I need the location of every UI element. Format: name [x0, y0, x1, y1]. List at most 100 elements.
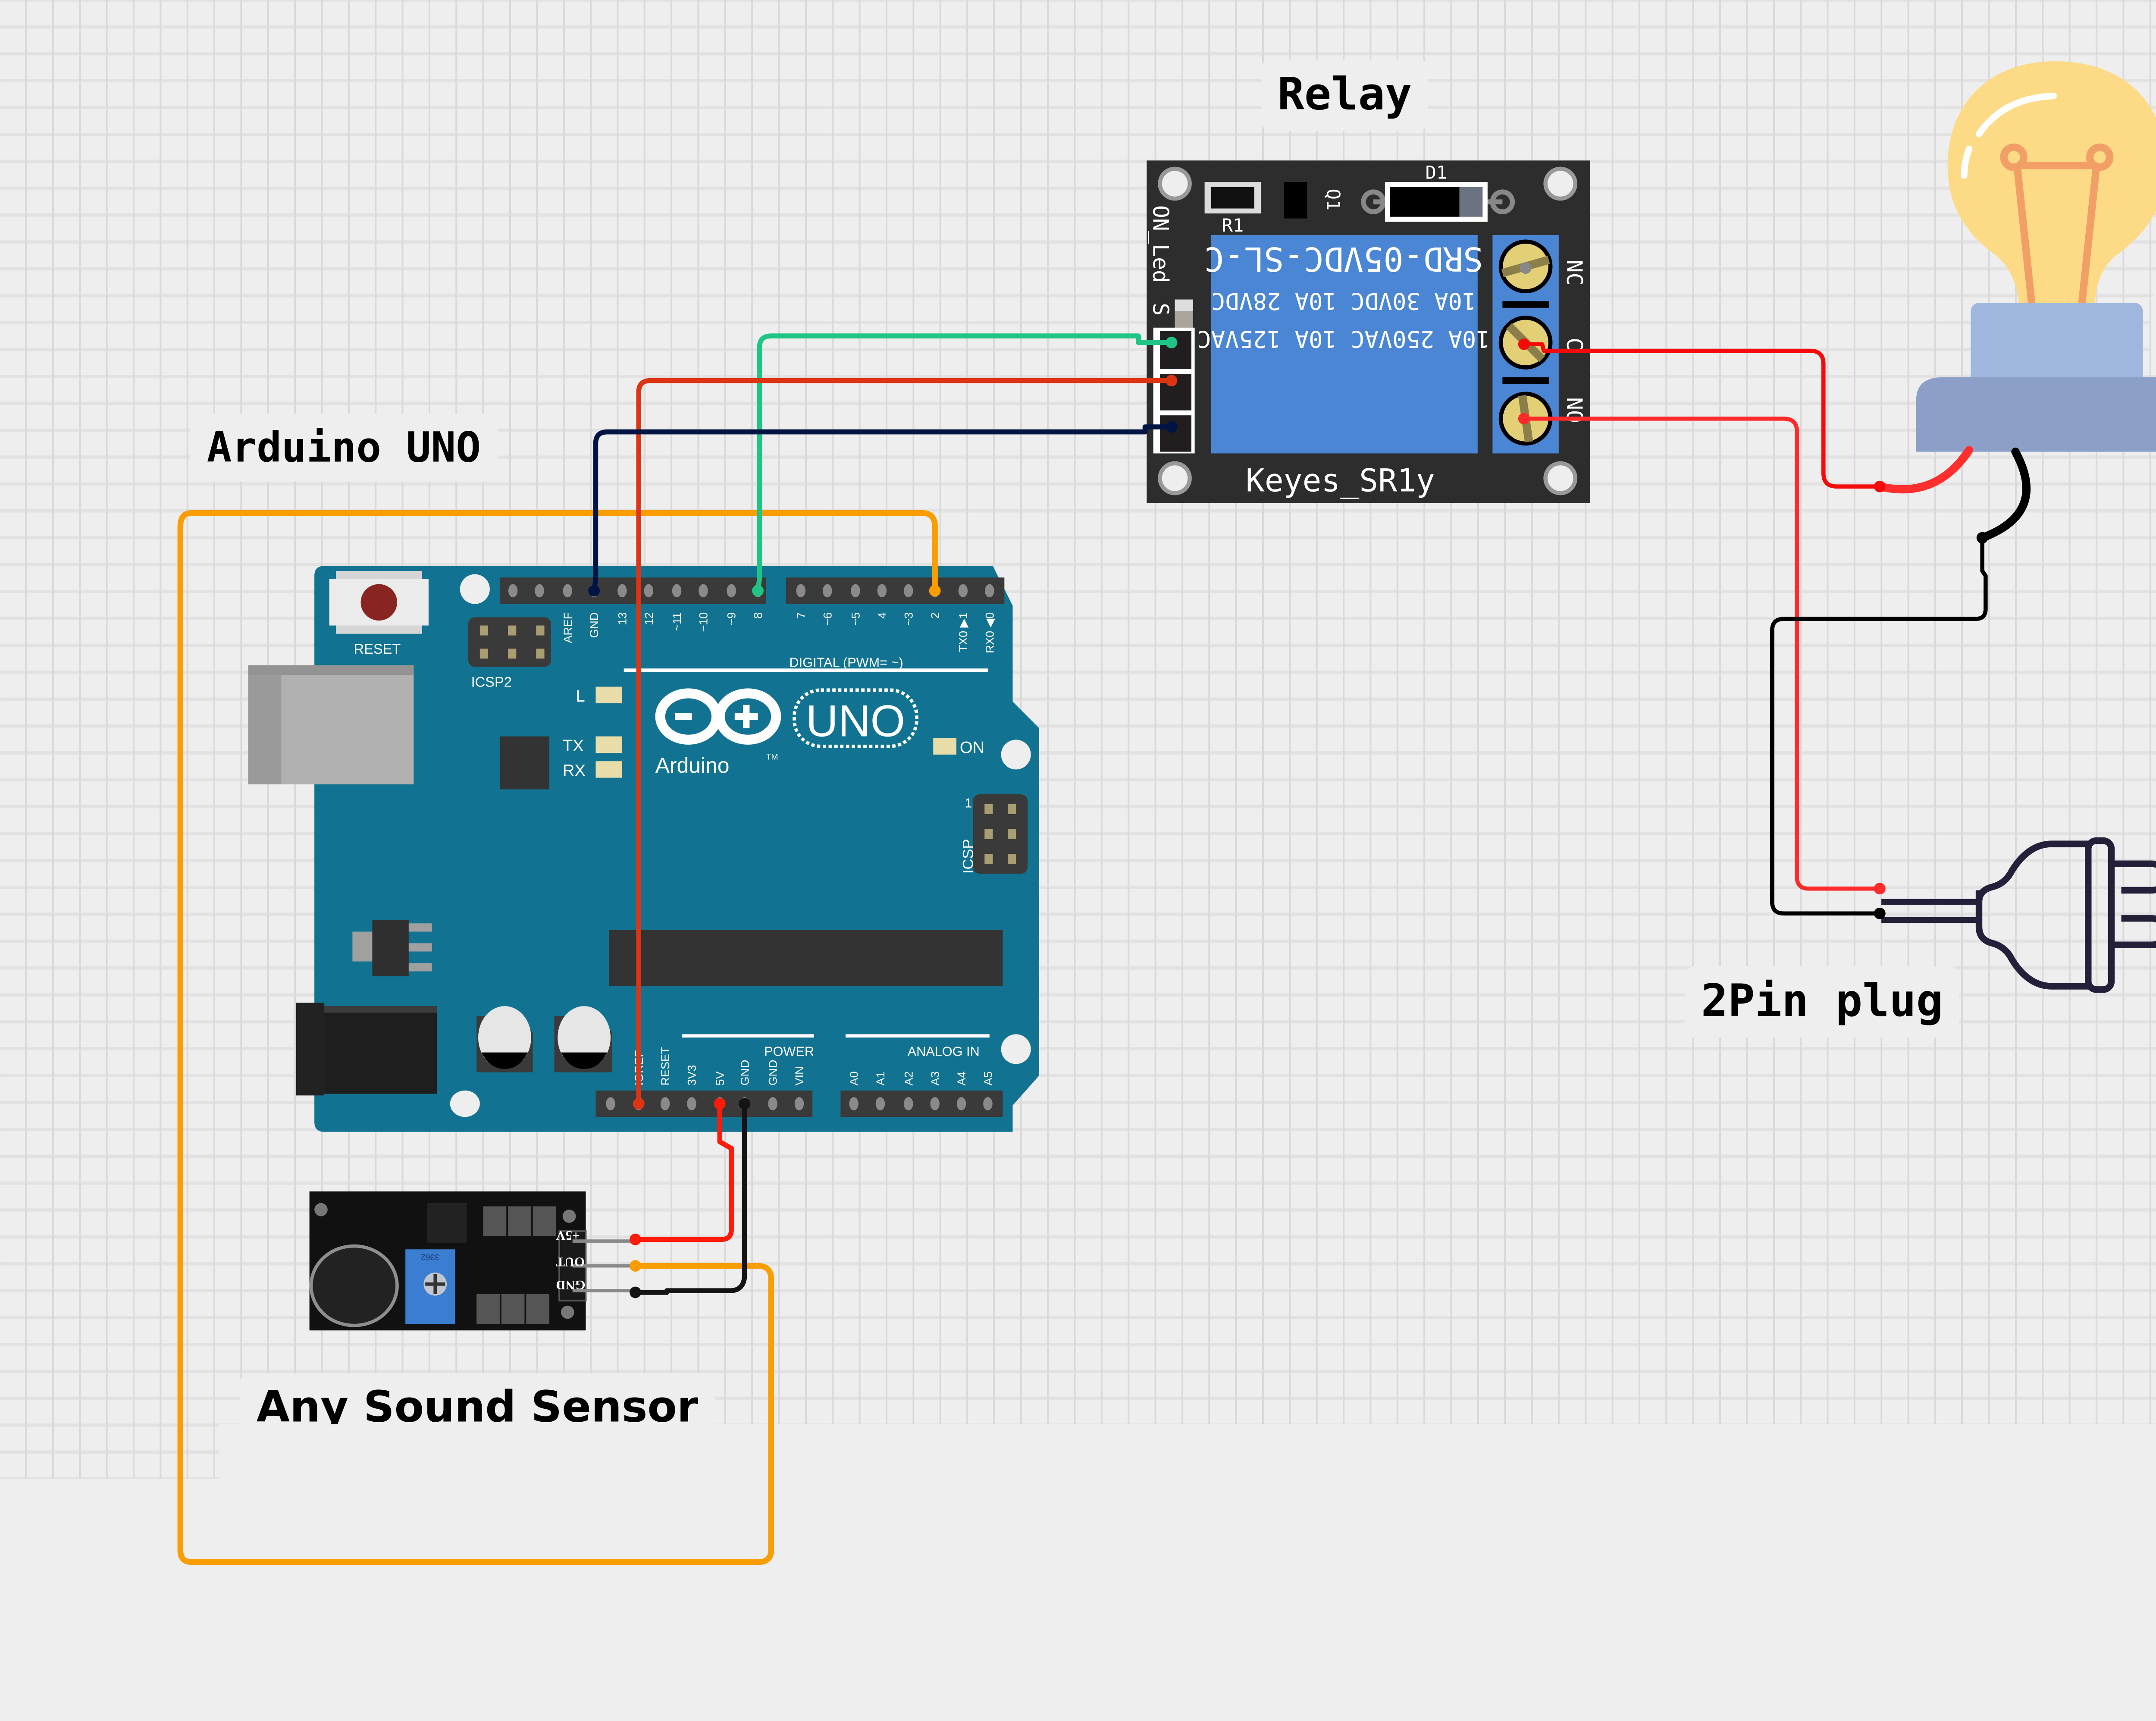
two-pin-plug[interactable]: [1881, 840, 2156, 989]
analog-pin-a2[interactable]: [904, 1097, 913, 1110]
digital-pin-aref[interactable]: [563, 584, 572, 598]
power-pin-label: GND: [738, 1060, 751, 1086]
mount-hole: [460, 574, 490, 604]
arduino-logo-text: Arduino: [655, 753, 730, 777]
digital-pin-11[interactable]: [672, 584, 681, 598]
microphone: [311, 1246, 397, 1326]
digital-pin-9[interactable]: [727, 584, 736, 598]
analog-pin-label: A5: [982, 1071, 995, 1085]
digital-pin-6[interactable]: [823, 584, 832, 598]
wire-endpoint: [1874, 883, 1886, 894]
icsp-pin1-label: 1: [965, 796, 972, 811]
mount-hole: [450, 1091, 480, 1117]
digital-pin-rx00[interactable]: [985, 584, 994, 598]
terminal-divider: [1502, 377, 1548, 384]
digital-pin-3[interactable]: [904, 584, 913, 598]
analog-pin-a5[interactable]: [983, 1097, 992, 1110]
digital-pin-label: AREF: [561, 612, 574, 643]
led-l-label: L: [576, 687, 585, 705]
terminal-divider: [1502, 301, 1548, 307]
led-tx-label: TX: [563, 737, 584, 755]
led-on: [933, 738, 956, 754]
led-rx-label: RX: [563, 762, 586, 780]
r1-label: R1: [1222, 215, 1244, 236]
analog-label: ANALOG IN: [908, 1044, 980, 1059]
sound-sensor-module[interactable]: 3362 +5V OUT GND: [310, 1191, 636, 1330]
digital-pin-nc[interactable]: [535, 584, 544, 598]
relay-module[interactable]: R1 Q1 D1 ON_Led S - SR: [1147, 160, 1590, 503]
icsp-label: ICSP: [960, 839, 976, 874]
d1-label: D1: [1425, 162, 1447, 183]
digital-pin-5[interactable]: [851, 584, 860, 598]
digital-pin-label: 2: [929, 612, 942, 619]
wire-endpoint: [1518, 413, 1530, 424]
bulb-base: [1916, 377, 2156, 452]
terminal-nc[interactable]: [1501, 241, 1551, 291]
wire-endpoint: [588, 585, 600, 597]
digital-pin-label: RX0 ◀0: [983, 612, 996, 653]
digital-pin-label: 12: [642, 612, 655, 625]
digital-pin-10[interactable]: [699, 584, 708, 598]
digital-pin-label: TX0 ▶1: [957, 612, 970, 652]
relay-ac-rating: 10A 250VAC 10A 125VAC: [1197, 326, 1490, 353]
reset-label: RESET: [354, 641, 401, 657]
q1-label: Q1: [1323, 188, 1344, 210]
digital-pin-7[interactable]: [796, 584, 805, 598]
sound-pin-5v-label: +5V: [556, 1228, 580, 1243]
relay-rating-text: SRD-05VDC-SL-C 10A 30VDC 10A 28VDC 10A 2…: [1197, 239, 1490, 353]
digital-label: DIGITAL (PWM= ~): [789, 655, 903, 670]
arduino-uno-board[interactable]: RESET ICSP2 AREFGND1312~11~10~9: [248, 566, 1039, 1132]
analog-pin-label: A3: [929, 1071, 942, 1085]
ac-bulb[interactable]: [1916, 61, 2156, 452]
digital-pin-13[interactable]: [617, 584, 627, 598]
digital-pin-nc[interactable]: [508, 584, 517, 598]
trademark: TM: [766, 752, 778, 762]
digital-pin-4[interactable]: [877, 584, 887, 598]
wire-endpoint: [1166, 337, 1177, 348]
icsp2-header: [468, 617, 551, 667]
icsp-header: [973, 794, 1028, 874]
sound-pin-out-label: OUT: [556, 1254, 585, 1269]
wire-bulb-to-plug[interactable]: [1772, 538, 1986, 913]
terminal-c-label: C: [1562, 338, 1587, 351]
wire-endpoint: [714, 1098, 726, 1110]
power-pin-gnd[interactable]: [768, 1097, 777, 1110]
analog-pin-a0[interactable]: [849, 1097, 858, 1110]
analog-pin-label: A1: [874, 1071, 887, 1085]
digital-pin-tx01[interactable]: [959, 584, 968, 598]
opamp-chip: [427, 1203, 467, 1243]
digital-pin-12[interactable]: [644, 584, 653, 598]
wire-endpoint: [1977, 532, 1988, 544]
analog-pin-a4[interactable]: [957, 1097, 966, 1110]
wire-endpoint: [752, 585, 764, 597]
power-pin-label: 3V3: [686, 1065, 699, 1086]
power-pin-vin[interactable]: [795, 1097, 804, 1110]
bulb-lead-red: [1880, 450, 1969, 489]
icsp2-label: ICSP2: [471, 674, 512, 690]
usb-chip: [500, 737, 549, 790]
digital-pin-label: ~11: [671, 612, 683, 631]
analog-pin-a1[interactable]: [876, 1097, 885, 1110]
power-analog-pins: [606, 1097, 992, 1110]
wire-endpoint: [1518, 339, 1530, 350]
relay-module-name: Keyes_SR1y: [1246, 463, 1435, 499]
wire-endpoint: [1874, 908, 1886, 919]
on-led-label: ON_Led: [1148, 205, 1173, 283]
analog-header: [840, 1091, 1003, 1117]
sound-pin-gnd-label: GND: [556, 1278, 585, 1292]
power-pin-3v3[interactable]: [687, 1097, 696, 1110]
relay-mount-hole: [1545, 463, 1575, 493]
analog-pin-label: A4: [955, 1071, 968, 1085]
reset-button[interactable]: [329, 571, 429, 634]
power-pin-label: GND: [767, 1060, 780, 1086]
wire-endpoint: [630, 1287, 641, 1298]
power-pin-nc[interactable]: [606, 1097, 615, 1110]
atmega-chip: [609, 930, 1003, 986]
power-pin-reset[interactable]: [661, 1097, 670, 1110]
wire-relay-s-to-d8[interactable]: [758, 336, 1172, 591]
analog-pin-a3[interactable]: [930, 1097, 939, 1110]
dc-power-jack: [296, 1003, 437, 1095]
pin-s-label: S: [1148, 303, 1173, 316]
digital-header-right: [786, 577, 1005, 604]
